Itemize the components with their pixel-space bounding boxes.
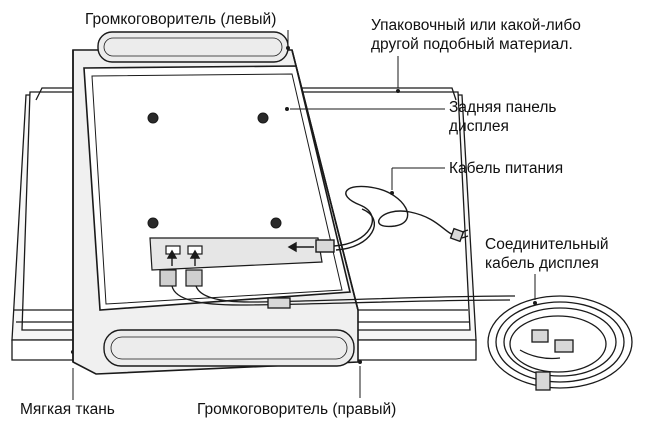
label-speaker-left: Громкоговоритель (левый) bbox=[85, 11, 276, 29]
label-display-back-line2: дисплея bbox=[449, 118, 509, 136]
speaker-left bbox=[98, 32, 288, 62]
label-packing-material-line1: Упаковочный или какой-либо bbox=[371, 17, 581, 35]
label-connection-cable-line1: Соединительный bbox=[485, 236, 609, 254]
label-packing-material-line2: другой подобный материал. bbox=[371, 36, 573, 54]
label-connection-cable-line2: кабель дисплея bbox=[485, 255, 599, 273]
label-power-cable: Кабель питания bbox=[449, 160, 563, 178]
label-speaker-right: Громкоговоритель (правый) bbox=[197, 401, 396, 419]
speaker-right bbox=[104, 330, 354, 366]
label-display-back-line1: Задняя панель bbox=[449, 99, 556, 117]
label-soft-cloth: Мягкая ткань bbox=[20, 401, 115, 419]
